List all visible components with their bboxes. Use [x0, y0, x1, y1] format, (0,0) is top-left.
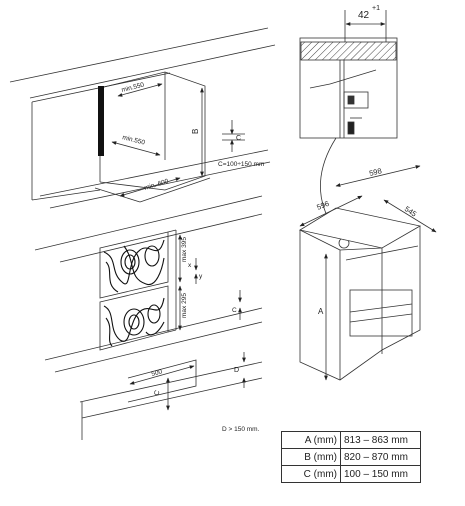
gap-x-label: x — [188, 262, 192, 269]
lower-panel-max-label: max 295 — [181, 293, 188, 318]
gap-label-c: C — [236, 135, 241, 142]
gap-detail-callout — [299, 10, 398, 249]
table-cell-key: B (mm) — [281, 448, 341, 466]
table-row: A (mm) 813 – 863 mm — [281, 431, 421, 449]
fridge-door-depth-label: 545 — [403, 204, 418, 218]
table-cell-key: A (mm) — [281, 431, 341, 449]
kitchen-niche-drawing — [9, 27, 276, 209]
gap-note: C=100÷150 mm — [218, 161, 264, 168]
fridge-height-label-a: A — [318, 307, 324, 316]
top-gap-value: 42 — [358, 10, 370, 21]
table-cell-key: C (mm) — [281, 465, 341, 483]
plinth-c-label: C — [153, 390, 161, 397]
niche-side-panel — [98, 86, 104, 156]
dimension-table: A (mm) 813 – 863 mm B (mm) 820 – 870 mm … — [281, 431, 421, 483]
panel-gap-c-label: C — [232, 307, 237, 314]
table-row: C (mm) 100 – 150 mm — [281, 465, 421, 483]
top-gap-tolerance: +1 — [372, 5, 380, 12]
fridge-drawing — [298, 165, 437, 381]
plinth-d-label: D — [234, 367, 239, 374]
fridge-depth-label: 596 — [315, 199, 330, 212]
table-cell-value: 813 – 863 mm — [340, 431, 421, 449]
wood-grain-pattern — [103, 239, 165, 347]
gap-y-label: y — [199, 273, 203, 280]
niche-depth-label: min.550 — [122, 134, 147, 146]
door-panel-drawing — [34, 195, 263, 373]
d-note: D > 150 mm. — [222, 426, 260, 433]
niche-height-label-b: B — [191, 129, 200, 134]
table-row: B (mm) 820 – 870 mm — [281, 448, 421, 466]
plinth-width-label: 500 — [151, 368, 164, 378]
table-cell-value: 820 – 870 mm — [340, 448, 421, 466]
plinth-drawing — [79, 352, 263, 440]
fridge-width-label: 598 — [368, 166, 382, 178]
table-cell-value: 100 – 150 mm — [340, 465, 421, 483]
upper-panel-max-label: max 395 — [181, 237, 188, 262]
